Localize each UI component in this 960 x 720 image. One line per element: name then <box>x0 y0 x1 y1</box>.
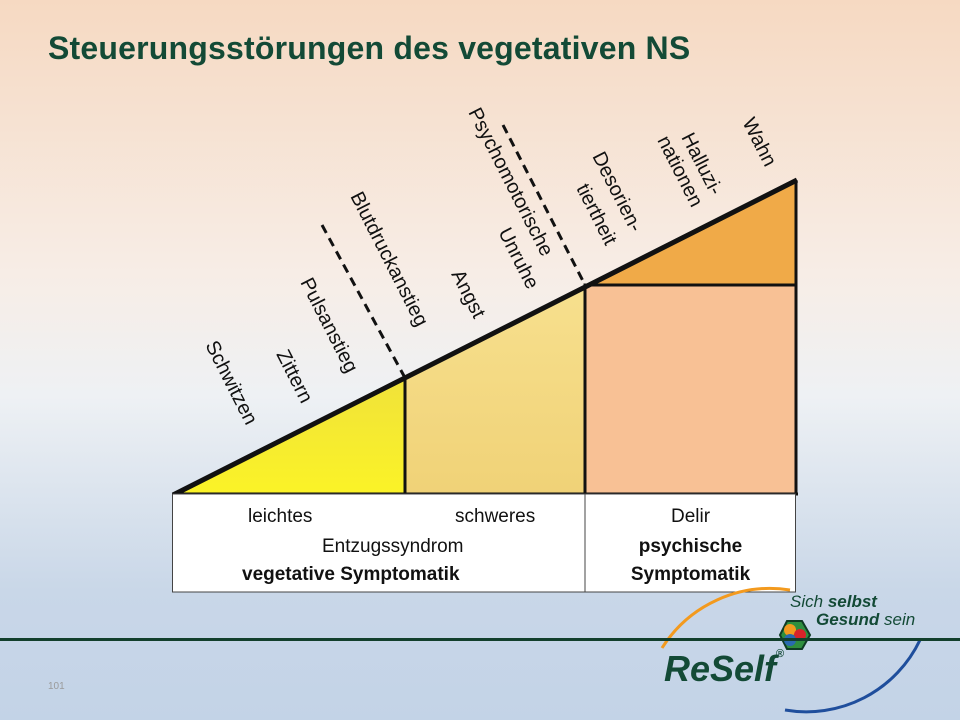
severe-withdrawal-section <box>405 285 585 494</box>
text-vegetative-symptomatik: vegetative Symptomatik <box>242 564 460 585</box>
label-zittern: Zittern <box>272 346 317 406</box>
label-wahn: Wahn <box>738 114 781 170</box>
logo-brand: ReSelf® <box>664 648 784 690</box>
delir-section <box>585 285 796 494</box>
tagline-sein: sein <box>884 610 916 629</box>
tagline-selbst: selbst <box>827 592 877 611</box>
text-schweres: schweres <box>455 506 536 527</box>
info-box <box>172 493 796 593</box>
logo-tagline-line1: Sich selbst <box>790 592 877 612</box>
label-pulsanstieg: Pulsanstieg <box>296 274 363 376</box>
tagline-gesund: Gesund <box>816 610 880 629</box>
slide-title: Steuerungsstörungen des vegetativen NS <box>48 30 691 66</box>
severity-slope <box>171 177 799 498</box>
registered-mark: ® <box>776 648 785 660</box>
label-angst: Angst <box>447 266 490 322</box>
text-delir: Delir <box>670 506 711 527</box>
text-symptomatik: Symptomatik <box>630 564 751 585</box>
tagline-sich: Sich <box>790 592 824 611</box>
label-schwitzen: Schwitzen <box>201 337 262 428</box>
text-leichtes: leichtes <box>248 506 313 527</box>
label-blutdruckanstieg: Blutdruckanstieg <box>346 188 433 330</box>
dashed-separator-1 <box>320 224 406 377</box>
text-psychische: psychische <box>638 536 743 557</box>
text-entzugssyndrom: Entzugssyndrom <box>322 536 464 557</box>
brand-name: ReSelf <box>664 648 777 689</box>
logo-tagline-line2: Gesund sein <box>816 610 915 630</box>
footer-line <box>0 638 960 641</box>
page-number: 101 <box>48 681 65 692</box>
reself-logo-mark <box>660 586 922 714</box>
